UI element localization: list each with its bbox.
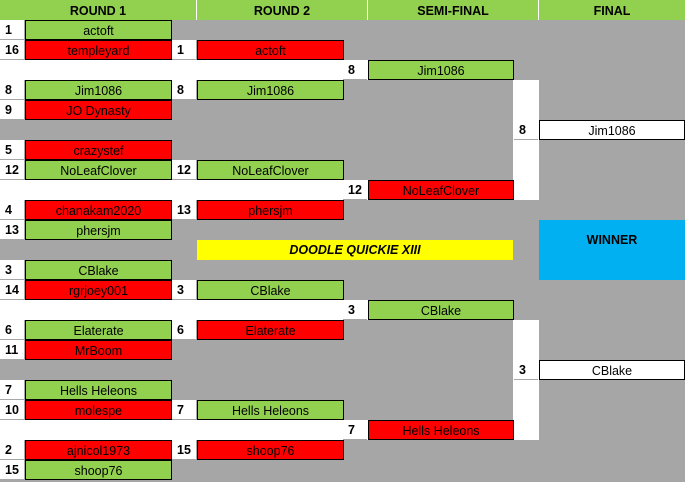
round2-player: actoft xyxy=(197,40,344,60)
header-semi-final: SEMI-FINAL xyxy=(368,0,539,20)
final-seed: 3 xyxy=(514,360,538,380)
round1-player: chanakam2020 xyxy=(25,200,172,220)
round1-player: Hells Heleons xyxy=(25,380,172,400)
round2-player: Elaterate xyxy=(197,320,344,340)
round2-seed: 1 xyxy=(172,40,196,60)
header-final: FINAL xyxy=(539,0,685,20)
final-seed: 8 xyxy=(514,120,538,140)
round1-seed: 10 xyxy=(0,400,24,420)
round1-seed: 12 xyxy=(0,160,24,180)
winner-box: WINNER xyxy=(539,220,685,280)
round1-player: JO Dynasty xyxy=(25,100,172,120)
round1-player: ajnicol1973 xyxy=(25,440,172,460)
round1-seed: 16 xyxy=(0,40,24,60)
round1-player: CBlake xyxy=(25,260,172,280)
round2-player: shoop76 xyxy=(197,440,344,460)
round1-player: rgrjoey001 xyxy=(25,280,172,300)
semifinal-seed: 8 xyxy=(343,60,367,80)
round2-player: Hells Heleons xyxy=(197,400,344,420)
round1-seed: 9 xyxy=(0,100,24,120)
bracket-connector-bottom xyxy=(513,320,539,440)
round1-player: Elaterate xyxy=(25,320,172,340)
round2-player: CBlake xyxy=(197,280,344,300)
round2-seed: 3 xyxy=(172,280,196,300)
round1-player: templeyard xyxy=(25,40,172,60)
bracket-connector-top xyxy=(513,80,539,200)
round1-seed: 4 xyxy=(0,200,24,220)
semifinal-seed: 7 xyxy=(343,420,367,440)
semifinal-player: CBlake xyxy=(368,300,514,320)
round1-seed: 15 xyxy=(0,460,24,480)
round1-player: shoop76 xyxy=(25,460,172,480)
round2-seed: 12 xyxy=(172,160,196,180)
tournament-title: DOODLE QUICKIE XIII xyxy=(197,240,513,260)
final-player: Jim1086 xyxy=(539,120,685,140)
round1-seed: 8 xyxy=(0,80,24,100)
round1-seed: 13 xyxy=(0,220,24,240)
semifinal-player: NoLeafClover xyxy=(368,180,514,200)
semifinal-seed: 12 xyxy=(343,180,367,200)
round1-player: MrBoom xyxy=(25,340,172,360)
round1-player: Jim1086 xyxy=(25,80,172,100)
round2-seed: 6 xyxy=(172,320,196,340)
round2-seed: 7 xyxy=(172,400,196,420)
round1-player: phersjm xyxy=(25,220,172,240)
round1-player: crazystef xyxy=(25,140,172,160)
round1-seed: 1 xyxy=(0,20,24,40)
round1-seed: 3 xyxy=(0,260,24,280)
semifinal-player: Hells Heleons xyxy=(368,420,514,440)
round1-player: molespe xyxy=(25,400,172,420)
round1-player: actoft xyxy=(25,20,172,40)
round1-seed: 11 xyxy=(0,340,24,360)
round2-seed: 15 xyxy=(172,440,196,460)
semifinal-player: Jim1086 xyxy=(368,60,514,80)
final-player: CBlake xyxy=(539,360,685,380)
round2-player: Jim1086 xyxy=(197,80,344,100)
round2-player: phersjm xyxy=(197,200,344,220)
round1-seed: 7 xyxy=(0,380,24,400)
header-round-1: ROUND 1 xyxy=(0,0,197,20)
round1-seed: 14 xyxy=(0,280,24,300)
round2-player: NoLeafClover xyxy=(197,160,344,180)
semifinal-seed: 3 xyxy=(343,300,367,320)
round1-player: NoLeafClover xyxy=(25,160,172,180)
round1-seed: 5 xyxy=(0,140,24,160)
round2-seed: 13 xyxy=(172,200,196,220)
round2-seed: 8 xyxy=(172,80,196,100)
round1-seed: 6 xyxy=(0,320,24,340)
round1-seed: 2 xyxy=(0,440,24,460)
header-round-2: ROUND 2 xyxy=(197,0,368,20)
